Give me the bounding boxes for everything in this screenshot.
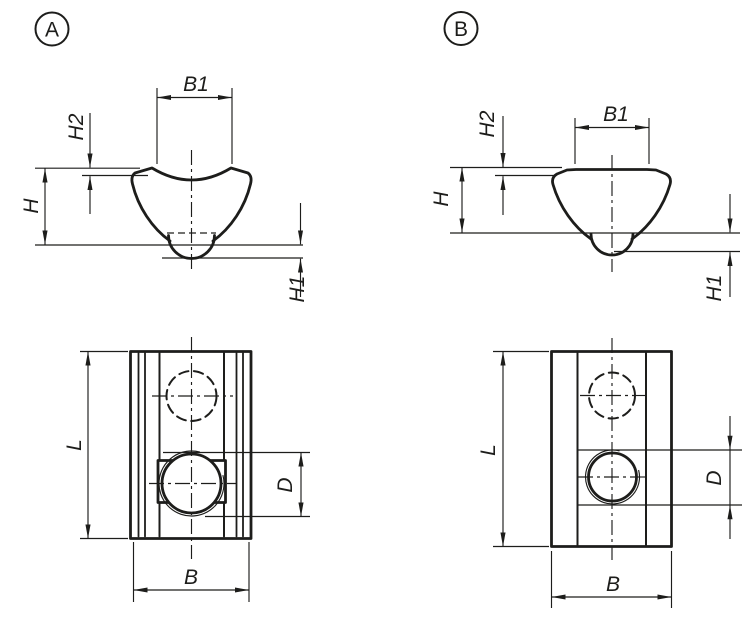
dimension-d: D — [578, 416, 742, 539]
profile-outline — [551, 168, 672, 241]
dim-label-d: D — [274, 477, 297, 492]
dimension-b1: B1 — [156, 73, 233, 164]
dim-label-b: B — [606, 573, 620, 596]
dimension-h: H — [430, 167, 465, 233]
dimension-b: B — [550, 551, 673, 608]
profile-outline — [130, 166, 253, 243]
body-outline — [129, 350, 253, 540]
dim-label-b1: B1 — [183, 73, 209, 96]
variant-b-badge: B — [443, 11, 479, 46]
dimension-d: D — [163, 451, 310, 518]
dim-label-h: H — [430, 191, 453, 207]
variant-b-plan-view: L B D — [477, 338, 742, 608]
dimension-l: L — [63, 350, 128, 540]
dimension-h1: H1 — [286, 203, 309, 302]
dim-label-l: L — [63, 439, 86, 451]
dim-label-b1: B1 — [603, 103, 629, 126]
dim-label-h2: H2 — [65, 113, 88, 140]
dimension-l: L — [477, 350, 549, 548]
thread-crest-arc — [585, 449, 641, 505]
variant-a-badge-label: A — [45, 19, 59, 42]
dimension-b1: B1 — [574, 103, 650, 164]
variant-a-badge: A — [34, 11, 70, 47]
spring-ball — [589, 232, 635, 257]
dimension-h1: H1 — [703, 194, 733, 302]
dimension-h: H — [20, 168, 48, 245]
dim-label-b: B — [184, 566, 198, 589]
variant-b: B B1 H2 — [430, 11, 742, 608]
dim-label-h: H — [20, 198, 43, 214]
variant-a: A B1 H2 — [20, 11, 310, 602]
dim-label-h1: H1 — [703, 275, 726, 302]
dimension-h2: H2 — [476, 110, 506, 215]
variant-a-plan-view: L B D — [63, 337, 310, 602]
variant-a-profile-view: B1 H2 H H1 — [20, 73, 309, 302]
variant-b-badge-circle — [443, 11, 479, 46]
dimension-b: B — [132, 542, 250, 602]
dim-label-h2: H2 — [476, 110, 499, 137]
dimension-h2: H2 — [65, 113, 93, 214]
thread-crest-arc — [158, 450, 225, 517]
variant-b-profile-view: B1 H2 H H1 — [430, 103, 740, 301]
variant-b-badge-label: B — [454, 18, 468, 41]
dim-label-d: D — [703, 470, 726, 485]
dim-label-h1: H1 — [286, 276, 309, 303]
dim-label-l: L — [477, 444, 500, 456]
variant-a-badge-circle — [34, 11, 70, 47]
